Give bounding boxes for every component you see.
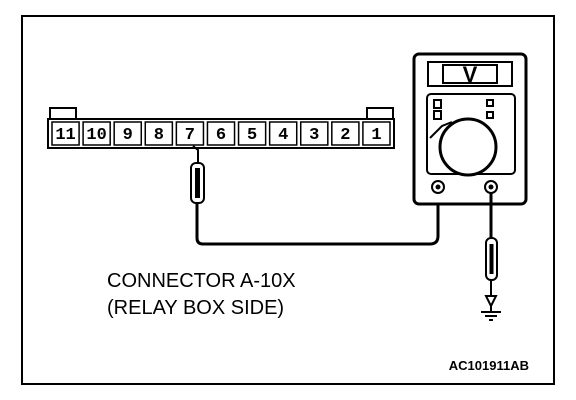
connector-pin-cell [362, 121, 391, 146]
connector-pin-label: 10 [86, 126, 106, 145]
connector-pin-label: 9 [123, 126, 133, 145]
figure-frame [21, 15, 555, 385]
multimeter: V [412, 52, 528, 206]
multimeter-rotary-dial [438, 117, 498, 177]
connector-pin-label: 5 [247, 126, 257, 145]
connector-pin-cell [82, 121, 111, 146]
connector-pin-label: 7 [185, 126, 195, 145]
connector-pin-label: 2 [340, 126, 350, 145]
connector-pin-label: 1 [371, 126, 381, 145]
connector-pin-cell [206, 121, 236, 146]
connector-pin-label: 3 [309, 126, 319, 145]
connector-pin-cell [268, 121, 298, 146]
probe-ground [481, 193, 501, 321]
connector-pin-cell [144, 121, 174, 146]
caption-connector-side: (RELAY BOX SIDE) [107, 297, 284, 319]
connector-pin-cell [299, 121, 329, 146]
connector-pin-label: 4 [278, 126, 288, 145]
connector-pin-cell [113, 121, 143, 146]
caption-connector-name: CONNECTOR A-10X [107, 270, 296, 292]
connector-a-10x: 11 10 9 8 7 6 5 4 3 2 1 [47, 107, 395, 149]
connector-pin-cell [175, 121, 205, 146]
connector-pin-label: 8 [154, 126, 164, 145]
connector-pin-cell [51, 121, 80, 146]
connector-pin-label: 6 [216, 126, 226, 145]
figure-id: AC101911AB [449, 358, 529, 373]
connector-pin-cell [331, 121, 360, 146]
probe-pin-7 [190, 145, 440, 246]
multimeter-mode-symbol: V [463, 62, 478, 87]
connector-pin-cell [237, 121, 267, 146]
connector-pin-label: 11 [55, 126, 75, 145]
